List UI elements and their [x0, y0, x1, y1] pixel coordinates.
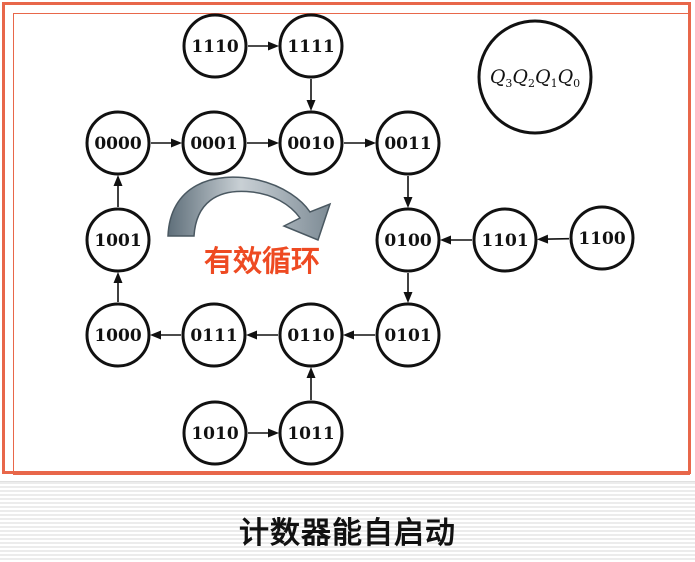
legend-sub-2: 2 [528, 77, 535, 90]
state-node-1010: 1010 [182, 400, 248, 466]
legend-q2: Q [512, 66, 528, 88]
svg-text:Q3Q2Q1Q0: Q3Q2Q1Q0 [490, 66, 580, 90]
state-label: 1011 [287, 424, 334, 444]
transition-arrowhead-1111-0010 [306, 100, 316, 111]
legend-q3: Q [490, 66, 506, 88]
transition-arrowhead-1110-1111 [268, 41, 279, 51]
state-node-1011: 1011 [278, 400, 344, 466]
state-label: 0110 [287, 326, 334, 346]
state-label: 0101 [384, 326, 431, 346]
transition-arrowhead-1011-0110 [306, 367, 316, 378]
state-label: 1100 [578, 229, 625, 249]
state-label: 0001 [190, 134, 237, 154]
state-node-1001: 1001 [85, 207, 151, 273]
state-diagram: Q3Q2Q1Q0 有效循环 1110 1111 0000 0001 0010 0… [85, 13, 635, 466]
transition-arrowhead-1001-0000 [113, 175, 123, 186]
legend-sub-0: 0 [573, 77, 580, 90]
transition-arrowhead-0010-0011 [365, 138, 376, 148]
transition-arrowhead-1000-1001 [113, 272, 123, 283]
state-node-1100: 1100 [569, 205, 635, 271]
state-node-0011: 0011 [375, 110, 441, 176]
bit-order-legend: Q3Q2Q1Q0 [477, 19, 593, 135]
state-label: 0100 [384, 231, 431, 251]
state-label: 0111 [190, 326, 237, 346]
state-label: 0011 [384, 134, 431, 154]
footer-background [0, 482, 695, 562]
diagram-inner-border [13, 13, 690, 475]
state-node-0101: 0101 [375, 302, 441, 368]
state-node-0001: 0001 [181, 110, 247, 176]
state-label: 1101 [481, 231, 528, 251]
state-label: 0010 [287, 134, 334, 154]
state-node-0010: 0010 [278, 110, 344, 176]
state-node-0111: 0111 [181, 302, 247, 368]
legend-sub-3: 3 [505, 77, 512, 90]
transition-arrowhead-0101-0110 [343, 330, 354, 340]
state-label: 1000 [94, 326, 141, 346]
state-node-0110: 0110 [278, 302, 344, 368]
state-node-1000: 1000 [85, 302, 151, 368]
transition-arrowhead-1010-1011 [268, 428, 279, 438]
legend-q1: Q [535, 66, 551, 88]
transition-arrowhead-0110-0111 [246, 330, 257, 340]
transition-arrowhead-0100-0101 [403, 292, 413, 303]
transition-arrows [113, 41, 570, 438]
state-node-1111: 1111 [278, 13, 344, 79]
legend-q0: Q [558, 66, 574, 88]
cycle-curve-arrow [167, 176, 332, 241]
footer-divider [0, 481, 695, 482]
state-label: 0000 [94, 134, 141, 154]
valid-cycle-label: 有效循环 [204, 244, 320, 278]
state-node-0000: 0000 [85, 110, 151, 176]
footer-title: 计数器能自启动 [239, 516, 456, 551]
transition-arrowhead-0011-0100 [403, 197, 413, 208]
state-node-1101: 1101 [472, 207, 538, 273]
transition-arrowhead-0000-0001 [171, 138, 182, 148]
legend-sub-1: 1 [551, 77, 558, 90]
state-label: 1001 [94, 231, 141, 251]
transition-arrowhead-0001-0010 [268, 138, 279, 148]
state-label: 1010 [191, 424, 238, 444]
transition-arrowhead-1100-1101 [536, 234, 549, 244]
transition-arrowhead-1101-0100 [440, 235, 451, 245]
state-node-0100: 0100 [375, 207, 441, 273]
state-node-1110: 1110 [182, 13, 248, 79]
transition-arrowhead-0111-1000 [150, 330, 161, 340]
state-label: 1111 [287, 37, 334, 57]
state-label: 1110 [191, 37, 238, 57]
